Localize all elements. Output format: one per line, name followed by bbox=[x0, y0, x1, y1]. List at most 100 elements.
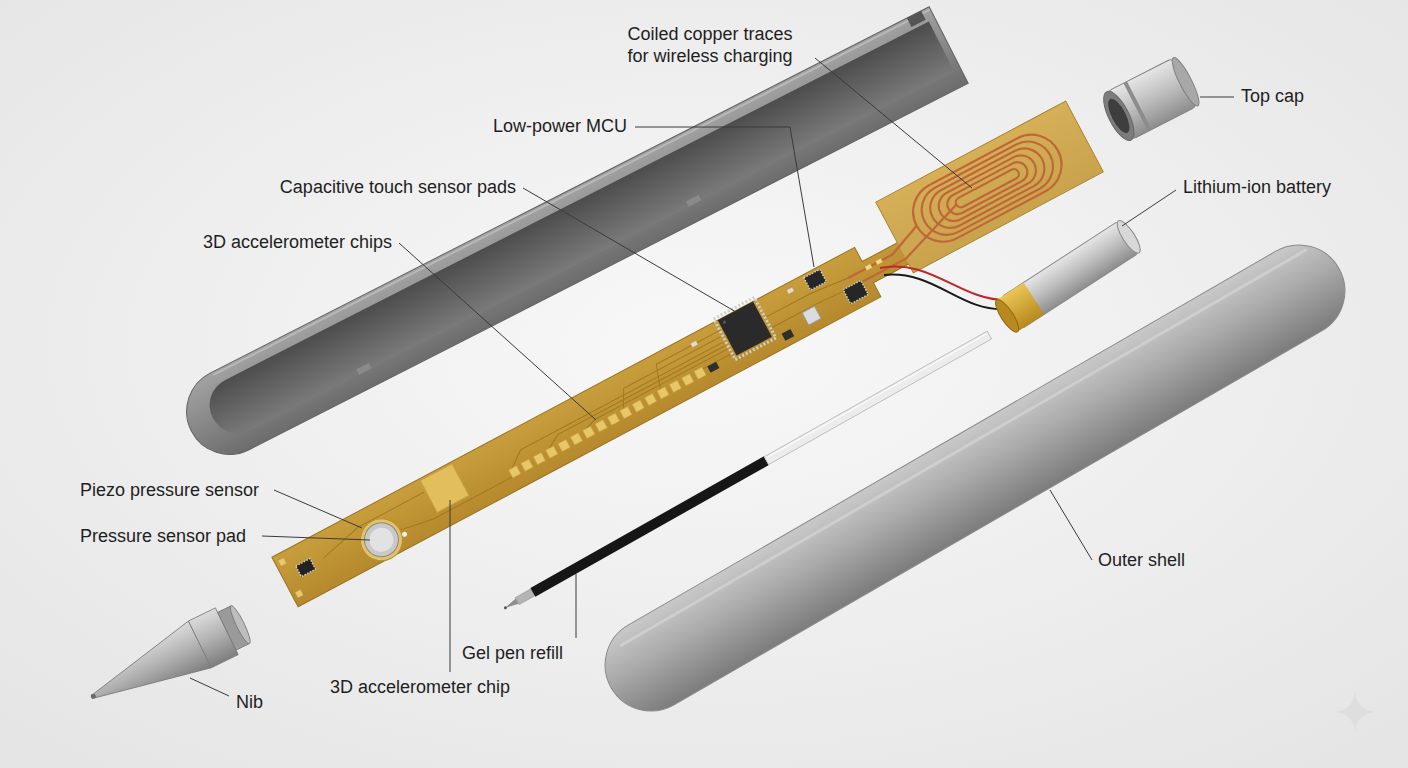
copper-coil bbox=[828, 124, 1072, 292]
part-label: Low-power MCU bbox=[493, 116, 627, 138]
accelerometer-chips bbox=[288, 242, 894, 594]
accelerometer-chips bbox=[802, 306, 821, 325]
touch-pads bbox=[509, 367, 707, 478]
outer-shell bbox=[588, 228, 1361, 728]
gel-pen-refill bbox=[502, 331, 992, 613]
circuit-traces bbox=[584, 349, 729, 429]
mcu-chip bbox=[722, 320, 726, 324]
flex-pcb bbox=[278, 558, 286, 566]
battery-wires bbox=[884, 275, 1006, 310]
copper-coil bbox=[944, 159, 1031, 218]
flex-pcb bbox=[258, 101, 1107, 607]
part-label: Nib bbox=[236, 692, 263, 714]
part-label: Coiled copper traces for wireless chargi… bbox=[620, 24, 800, 67]
mcu-chip bbox=[714, 297, 776, 359]
touch-pads bbox=[607, 413, 619, 425]
leader-lines bbox=[523, 188, 736, 312]
top-shell-half bbox=[200, 22, 954, 443]
accelerometer-chips bbox=[843, 280, 868, 304]
battery-wires bbox=[880, 266, 1005, 300]
gel-pen-refill bbox=[530, 456, 768, 596]
leader-lines bbox=[635, 127, 814, 267]
accelerometer-chips bbox=[865, 264, 872, 270]
leader-lines bbox=[815, 58, 972, 188]
copper-coil bbox=[842, 205, 968, 287]
leader-lines bbox=[1050, 490, 1092, 560]
lithium-battery bbox=[1113, 218, 1144, 256]
battery-wires bbox=[880, 266, 1006, 309]
leader-lines bbox=[190, 58, 1234, 696]
leader-lines bbox=[450, 500, 451, 672]
leader-lines bbox=[190, 678, 229, 696]
part-label: Top cap bbox=[1241, 86, 1304, 108]
top-cap bbox=[1098, 87, 1140, 144]
touch-pads bbox=[583, 426, 595, 438]
touch-pads bbox=[669, 380, 681, 392]
touch-pads bbox=[509, 466, 521, 478]
gel-pen-refill bbox=[767, 334, 987, 458]
circuit-traces bbox=[771, 285, 853, 330]
top-shell-half bbox=[356, 363, 371, 375]
top-cap bbox=[1104, 96, 1134, 136]
top-cap bbox=[1098, 55, 1204, 144]
mcu-chip bbox=[718, 301, 772, 355]
part-label: Capacitive touch sensor pads bbox=[280, 177, 516, 199]
touch-pads bbox=[682, 374, 694, 386]
part-label: Gel pen refill bbox=[462, 643, 563, 665]
nib bbox=[82, 621, 211, 719]
touch-pads bbox=[632, 400, 644, 412]
outer-shell bbox=[588, 228, 1361, 728]
top-shell-half bbox=[686, 195, 701, 207]
gel-pen-refill bbox=[504, 599, 519, 611]
touch-pads bbox=[533, 453, 545, 465]
flex-pcb bbox=[876, 101, 1103, 273]
touch-pads bbox=[570, 433, 582, 445]
top-cap bbox=[1168, 55, 1203, 109]
touch-pads bbox=[645, 393, 657, 405]
touch-pads bbox=[657, 387, 669, 399]
piezo-sensor bbox=[401, 531, 408, 538]
leader-lines bbox=[1122, 190, 1176, 226]
accelerometer-chips bbox=[782, 329, 795, 341]
accelerometer-chips bbox=[691, 341, 698, 347]
flex-pcb bbox=[295, 590, 303, 598]
part-label: Pressure sensor pad bbox=[80, 526, 246, 548]
part-label: 3D accelerometer chips bbox=[203, 232, 392, 254]
flex-pcb bbox=[258, 101, 1106, 606]
touch-pads bbox=[694, 367, 706, 379]
circuit-traces bbox=[316, 266, 856, 574]
piezo-sensor bbox=[365, 524, 397, 556]
touch-pads bbox=[558, 439, 570, 451]
accelerometer-chips bbox=[707, 362, 719, 373]
copper-coil bbox=[903, 124, 1072, 252]
piezo-sensor bbox=[353, 509, 414, 568]
leader-lines bbox=[262, 536, 370, 540]
sensor-square-pad bbox=[420, 464, 469, 513]
accelerometer-chips bbox=[296, 559, 316, 577]
accelerometer-chips bbox=[787, 287, 794, 293]
accelerometer-chips bbox=[876, 258, 883, 264]
lithium-battery bbox=[992, 297, 1023, 335]
leader-lines bbox=[1200, 97, 1234, 98]
nib bbox=[228, 604, 254, 645]
nib bbox=[90, 693, 97, 700]
copper-coil bbox=[954, 167, 1021, 209]
circuit-traces bbox=[545, 345, 729, 448]
leader-lines bbox=[399, 243, 596, 420]
copper-coil bbox=[933, 150, 1041, 226]
part-label: Lithium-ion battery bbox=[1183, 177, 1331, 199]
gel-pen-refill bbox=[764, 331, 991, 465]
part-label: 3D accelerometer chip bbox=[330, 677, 510, 699]
leader-lines bbox=[576, 574, 577, 638]
touch-pads bbox=[521, 459, 533, 471]
mcu-chip bbox=[714, 297, 776, 359]
gel-pen-refill bbox=[515, 589, 535, 605]
nib bbox=[80, 600, 256, 721]
circuit-traces bbox=[506, 342, 729, 468]
part-label: Outer shell bbox=[1098, 550, 1185, 572]
circuit-traces bbox=[649, 330, 732, 389]
touch-pads bbox=[595, 420, 607, 432]
